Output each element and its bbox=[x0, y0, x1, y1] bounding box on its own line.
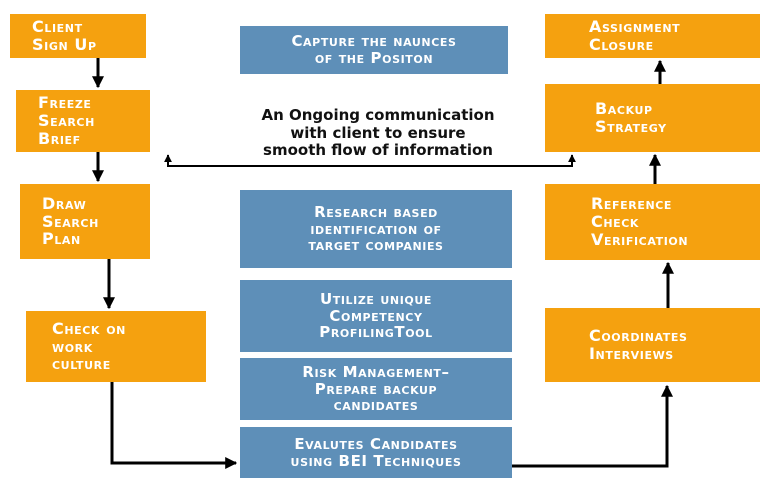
reference-check-label: Reference Check Verification bbox=[591, 194, 689, 249]
draw-search-plan-label: Draw Search Plan bbox=[42, 193, 99, 249]
arrow-check-to-evaluate bbox=[110, 382, 238, 469]
coordinates-interviews-box: Coordinates Interviews bbox=[545, 308, 760, 382]
assignment-closure-box: Assignment Closure bbox=[545, 14, 760, 58]
arrow-evaluate-to-coordinates bbox=[512, 384, 673, 468]
client-sign-up-label: Client Sign Up bbox=[32, 17, 97, 54]
risk-management-label: Risk Management– Prepare backup candidat… bbox=[302, 362, 450, 415]
coordinates-interviews-label: Coordinates Interviews bbox=[589, 326, 688, 363]
check-on-work-culture-label: Check on work culture bbox=[52, 318, 126, 374]
assignment-closure-label: Assignment Closure bbox=[589, 17, 681, 54]
research-target-companies-label: Research based identification of target … bbox=[308, 202, 444, 255]
backup-strategy-label: Backup Strategy bbox=[595, 99, 667, 136]
check-on-work-culture-box: Check on work culture bbox=[26, 311, 206, 382]
reference-check-box: Reference Check Verification bbox=[545, 184, 760, 260]
evaluate-candidates-label: Evalutes Candidates using BEI Techniques bbox=[290, 434, 462, 470]
evaluate-candidates-box: Evalutes Candidates using BEI Techniques bbox=[240, 427, 512, 478]
client-sign-up-box: Client Sign Up bbox=[10, 14, 146, 58]
communication-arrow bbox=[164, 154, 576, 167]
capture-nuances-box: Capture the naunces of the Positon bbox=[240, 26, 508, 74]
competency-profiling-label: Utilize unique Competency ProfilingTool bbox=[319, 289, 433, 342]
risk-management-box: Risk Management– Prepare backup candidat… bbox=[240, 358, 512, 420]
competency-profiling-box: Utilize unique Competency ProfilingTool bbox=[240, 280, 512, 352]
backup-strategy-box: Backup Strategy bbox=[545, 84, 760, 152]
capture-nuances-label: Capture the naunces of the Positon bbox=[291, 32, 457, 67]
freeze-search-brief-box: Freeze Search Brief bbox=[16, 90, 150, 152]
draw-search-plan-box: Draw Search Plan bbox=[20, 184, 150, 259]
freeze-search-brief-label: Freeze Search Brief bbox=[38, 93, 95, 148]
research-target-companies-box: Research based identification of target … bbox=[240, 190, 512, 268]
